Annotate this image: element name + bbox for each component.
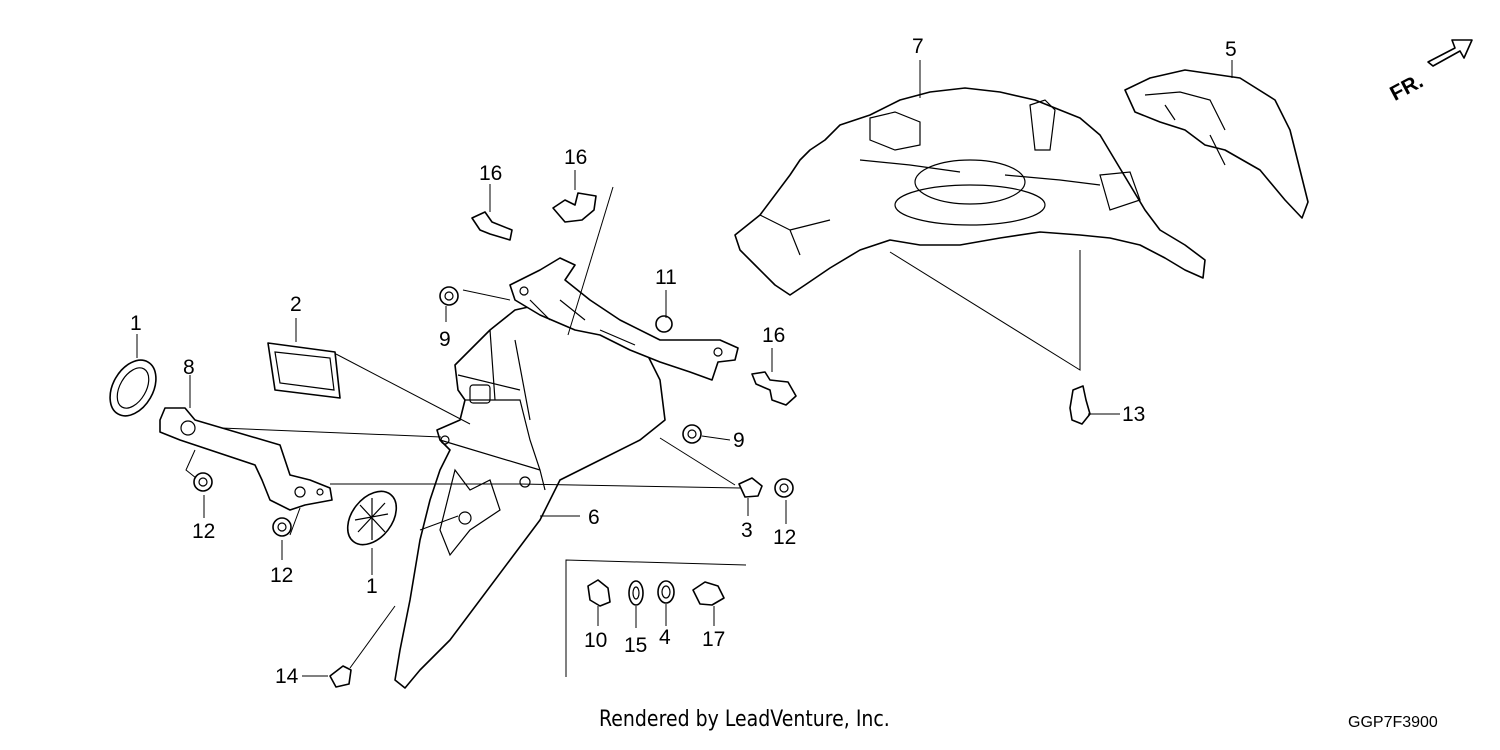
callout-8: 8 <box>183 356 195 379</box>
hardware-15 <box>628 580 644 606</box>
credit-text: Rendered by LeadVenture, Inc. <box>599 707 890 732</box>
front-direction-arrow: FR. <box>1386 39 1473 106</box>
part-8-bracket <box>159 407 333 511</box>
nut-11 <box>655 315 673 333</box>
hardware-inset <box>565 559 747 677</box>
collar-3 <box>738 477 763 498</box>
part-6-rear-fender <box>394 299 666 689</box>
callout-3: 3 <box>741 519 753 542</box>
part-2-rear-reflector <box>267 342 341 399</box>
nut-12-a <box>193 472 213 492</box>
callout-numbers: 7 5 16 16 11 16 13 9 9 2 1 8 6 3 12 12 1… <box>130 35 1237 688</box>
callout-16-a: 16 <box>479 162 502 185</box>
callout-9-a: 9 <box>439 328 451 351</box>
callout-17: 17 <box>702 628 725 651</box>
clip-13 <box>1069 385 1091 425</box>
callout-10: 10 <box>584 629 607 652</box>
nut-9-b <box>682 424 702 444</box>
hardware-4 <box>657 580 675 604</box>
hardware-17 <box>692 581 725 606</box>
callout-16-b: 16 <box>564 146 587 169</box>
diagram-code: GGP7F3900 <box>1348 714 1438 731</box>
upper-bracket <box>509 257 739 381</box>
rivet-14 <box>329 665 352 688</box>
bolt-16-b <box>552 192 597 223</box>
nut-12-c <box>774 478 794 498</box>
fasteners <box>193 192 1091 688</box>
part-7-inner-fender <box>734 87 1206 296</box>
callout-15: 15 <box>624 634 647 657</box>
hardware-10 <box>587 579 611 607</box>
callout-5: 5 <box>1225 38 1237 61</box>
nut-9-a <box>439 286 459 306</box>
callout-2: 2 <box>290 293 302 316</box>
part-1-reflector-b <box>346 490 398 546</box>
part-1-reflector-a <box>109 359 157 417</box>
callout-4: 4 <box>659 626 671 649</box>
direction-label: FR. <box>1386 70 1427 106</box>
callout-12-b: 12 <box>270 564 293 587</box>
callout-14: 14 <box>275 665 299 688</box>
callout-6: 6 <box>588 506 600 529</box>
leader-lines <box>136 60 1233 677</box>
nut-12-b <box>272 517 292 537</box>
bolt-16-a <box>471 211 513 241</box>
callout-7: 7 <box>912 35 924 58</box>
callout-13: 13 <box>1122 403 1145 426</box>
part-5-rear-cover <box>1124 69 1309 219</box>
callout-1-b: 1 <box>366 575 378 598</box>
callout-12-a: 12 <box>192 520 215 543</box>
callout-16-c: 16 <box>762 324 785 347</box>
callout-1-a: 1 <box>130 312 142 335</box>
callout-11: 11 <box>655 266 677 289</box>
bolt-16-c <box>751 371 797 406</box>
callout-12-c: 12 <box>773 526 796 549</box>
callout-9-b: 9 <box>733 429 745 452</box>
